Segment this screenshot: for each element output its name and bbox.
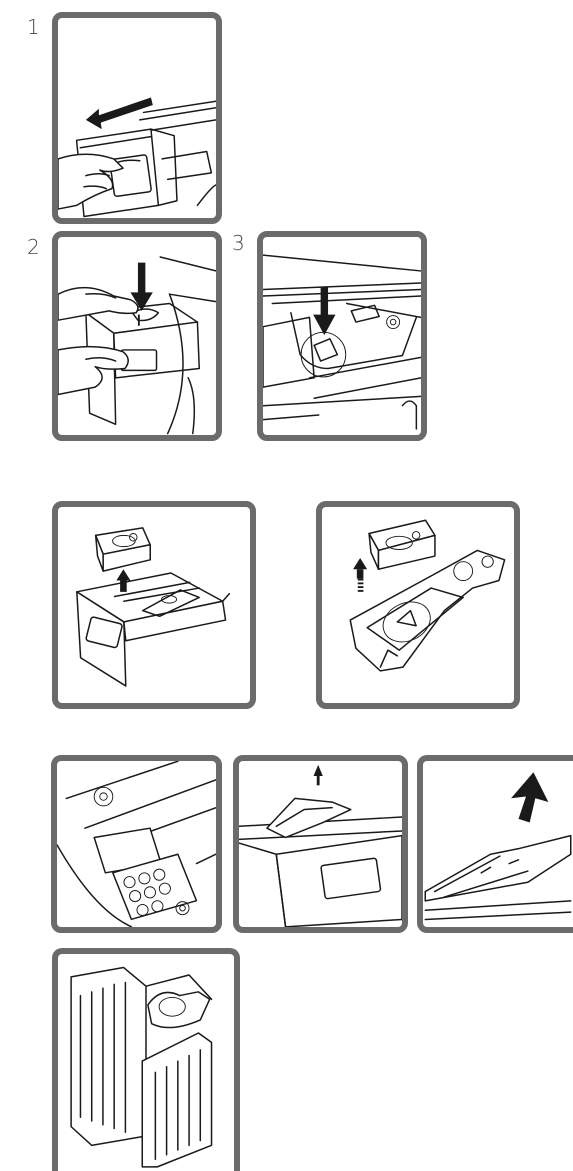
pull-drawer-drawing	[58, 18, 216, 218]
insert-detail-drawing	[322, 507, 514, 703]
illustration-press-lever	[52, 231, 222, 441]
step-number-2: 2	[27, 237, 40, 257]
illustration-insert-detail	[316, 501, 520, 709]
step-number-3: 3	[232, 233, 245, 253]
drawer-interior-drawing	[57, 761, 216, 927]
illustration-top-cover	[417, 755, 573, 933]
illustration-pull-drawer	[52, 12, 222, 224]
lever-lift-drawing	[239, 761, 402, 927]
lever-closeup-drawing	[263, 237, 421, 435]
lift-insert-drawing	[58, 507, 250, 703]
illustration-lever-closeup	[257, 231, 427, 441]
illustration-side-panels	[52, 948, 240, 1171]
press-lever-drawing	[58, 237, 216, 435]
illustration-lift-insert	[52, 501, 256, 709]
illustration-lever-lift	[233, 755, 408, 933]
step-number-1: 1	[27, 17, 40, 37]
top-cover-drawing	[423, 761, 573, 927]
illustration-drawer-interior	[51, 755, 222, 933]
side-panels-drawing	[58, 954, 234, 1171]
